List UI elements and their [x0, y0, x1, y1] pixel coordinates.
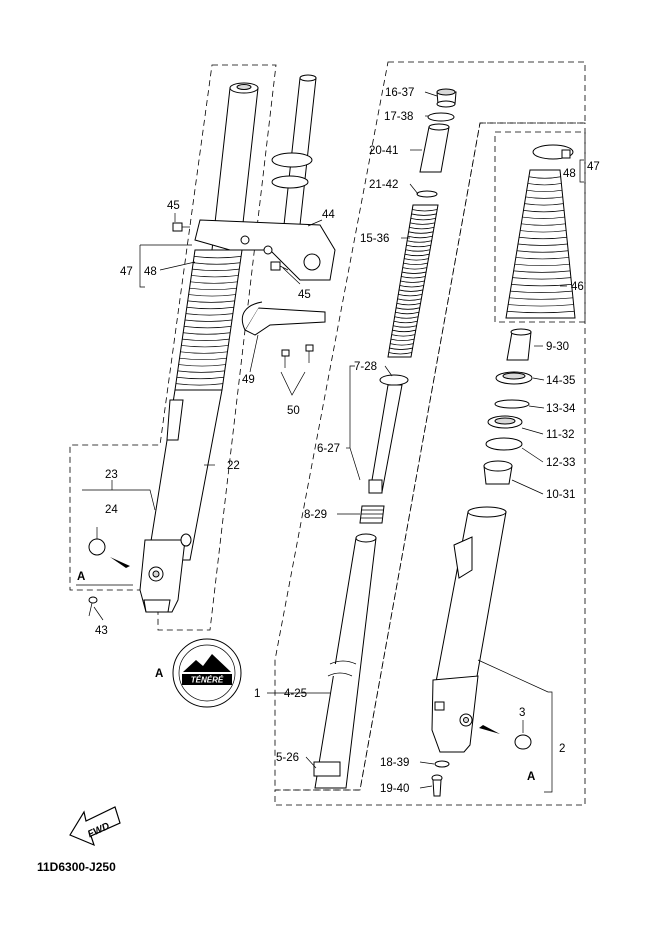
arrow-a-left	[110, 557, 130, 568]
callout-46: 46	[571, 281, 584, 293]
callout-7-28: 7-28	[354, 361, 377, 373]
callout-17-38: 17-38	[384, 111, 413, 123]
tenere-emblem: TÉNÉRÉ	[172, 638, 242, 708]
hose-guide-49	[241, 301, 326, 336]
callout-13-34: 13-34	[546, 403, 576, 415]
spacer-20-41	[419, 123, 450, 173]
marker-a-right: A	[527, 771, 535, 783]
callout-20-41: 20-41	[369, 145, 398, 157]
arrow-a-right	[479, 725, 500, 734]
rebound-spring-8-29	[359, 505, 385, 524]
callout-3: 3	[519, 707, 525, 719]
callout-2: 2	[559, 743, 565, 755]
callout-10-31: 10-31	[546, 489, 575, 501]
callout-4-25: 4-25	[284, 688, 307, 700]
fork-boot-46	[505, 169, 576, 319]
callout-labels: 16-37 17-38 20-41 21-42 15-36 7-28 6-27 …	[95, 87, 600, 795]
washer-18-39	[434, 760, 450, 768]
emblem-text: TÉNÉRÉ	[191, 676, 224, 685]
callout-23: 23	[105, 469, 118, 481]
steering-stem-assembly	[194, 74, 336, 281]
callout-12-33: 12-33	[546, 457, 575, 469]
callout-24: 24	[105, 504, 118, 516]
callout-1: 1	[254, 688, 260, 700]
callout-11-32: 11-32	[546, 429, 575, 441]
callout-45-upper: 45	[167, 200, 180, 212]
cap-bolt-16-37	[436, 88, 457, 108]
bushing-10-31	[483, 460, 513, 485]
callout-16-37: 16-37	[385, 87, 414, 99]
bolt-45-upper	[172, 222, 190, 232]
callout-43: 43	[95, 625, 108, 637]
boot-subgroup-boundary	[494, 131, 586, 323]
oil-seal-14-35	[495, 371, 533, 385]
callout-48-right: 48	[563, 168, 576, 180]
callout-18-39: 18-39	[380, 757, 409, 769]
damper-rod-6-27	[368, 374, 409, 494]
bushing-12-33	[485, 437, 523, 451]
clamp-47-48	[532, 144, 574, 160]
callout-47-right: 47	[587, 161, 600, 173]
bolt-43	[88, 596, 98, 617]
callout-44: 44	[322, 209, 335, 221]
callout-22: 22	[227, 460, 240, 472]
diagram-code: 11D6300-J250	[37, 860, 116, 874]
cap-24	[88, 538, 106, 556]
callout-45-lower: 45	[298, 289, 311, 301]
washer-21-42	[416, 190, 438, 198]
callout-49: 49	[242, 374, 255, 386]
left-fork-assembly	[139, 82, 259, 613]
right-fork-group-boundary	[274, 122, 586, 806]
outer-tube-right	[431, 506, 507, 753]
callout-21-42: 21-42	[369, 179, 398, 191]
left-fork-boot	[174, 249, 243, 391]
bolt-19-40	[431, 774, 443, 797]
callout-15-36: 15-36	[360, 233, 389, 245]
forward-direction-arrow: FWD	[69, 806, 121, 847]
callout-19-40: 19-40	[380, 783, 409, 795]
clip-13-34	[494, 399, 530, 409]
marker-a-left: A	[77, 571, 85, 583]
callout-6-27: 6-27	[317, 443, 340, 455]
callout-47-left: 47	[120, 266, 133, 278]
o-ring-17-38	[427, 112, 455, 122]
screws-50	[281, 344, 314, 368]
fork-spring-15-36	[387, 204, 439, 358]
callout-5-26: 5-26	[276, 752, 299, 764]
callout-48-left: 48	[144, 266, 157, 278]
cap-3	[514, 734, 532, 750]
callout-14-35: 14-35	[546, 375, 575, 387]
bolt-45-lower	[270, 261, 289, 271]
callout-50: 50	[287, 405, 300, 417]
leader-lines	[76, 91, 584, 793]
inner-tube-4-25	[313, 533, 377, 789]
dust-seal-9-30	[506, 328, 532, 361]
callout-9-30: 9-30	[546, 341, 569, 353]
marker-a-badge: A	[155, 668, 163, 680]
washer-11-32	[487, 415, 523, 429]
callout-8-29: 8-29	[304, 509, 327, 521]
